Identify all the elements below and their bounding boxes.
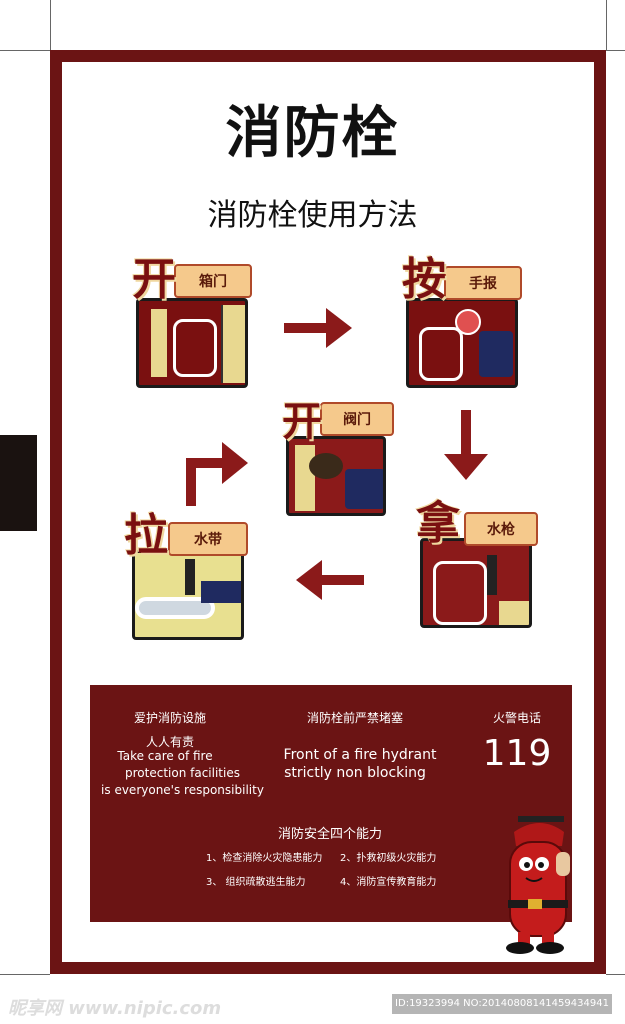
step-illustration bbox=[406, 298, 518, 388]
crop-mark bbox=[50, 0, 51, 50]
care-subtitle: 人人有责 bbox=[145, 735, 194, 749]
step-verb: 拿 bbox=[416, 498, 460, 549]
fire-hotline-number: 119 bbox=[482, 733, 552, 774]
side-tab bbox=[0, 435, 37, 531]
step-press-alarm: 手报 按 bbox=[400, 258, 530, 392]
care-english-2: protection facilities bbox=[125, 766, 240, 780]
step-verb: 开 bbox=[132, 254, 176, 305]
crop-mark bbox=[606, 974, 625, 975]
step-open-valve: 阀门 开 bbox=[280, 400, 400, 520]
ability-item: 3、 组织疏散逃生能力 bbox=[206, 877, 306, 888]
crop-mark bbox=[0, 974, 50, 975]
step-illustration bbox=[132, 550, 244, 640]
step-pull-hose: 水带 拉 bbox=[122, 512, 252, 644]
watermark-id: ID:19323994 NO:20140808141459434941 bbox=[392, 994, 612, 1014]
crop-mark bbox=[606, 50, 625, 51]
page-subtitle: 消防栓使用方法 bbox=[207, 198, 418, 233]
ability-item: 1、检查消除火灾隐患能力 bbox=[206, 853, 323, 864]
step-verb: 开 bbox=[282, 399, 322, 445]
crop-mark bbox=[0, 50, 50, 51]
hydrant-english-2: strictly non blocking bbox=[284, 765, 426, 781]
step-object-label: 水枪 bbox=[464, 512, 538, 546]
abilities-title: 消防安全四个能力 bbox=[277, 827, 382, 842]
step-illustration bbox=[420, 538, 532, 628]
hydrant-english-1: Front of a fire hydrant bbox=[283, 747, 437, 763]
step-take-nozzle: 水枪 拿 bbox=[416, 502, 546, 632]
hydrant-title: 消防栓前严禁堵塞 bbox=[306, 711, 403, 725]
ability-item: 2、扑救初级火灾能力 bbox=[340, 853, 437, 864]
step-verb: 拉 bbox=[124, 510, 168, 561]
arrow-down-icon bbox=[444, 410, 488, 480]
care-english-1: Take care of fire bbox=[117, 749, 213, 763]
step-illustration bbox=[136, 298, 248, 388]
step-object-label: 阀门 bbox=[320, 402, 394, 436]
ability-item: 4、消防宣传教育能力 bbox=[340, 877, 437, 888]
page-title: 消防栓 bbox=[225, 101, 400, 166]
arrow-turn-right-icon bbox=[186, 442, 248, 506]
step-verb: 按 bbox=[402, 254, 446, 305]
step-object-label: 手报 bbox=[444, 266, 522, 300]
care-english-3: is everyone's responsibility bbox=[101, 783, 264, 797]
fire-hotline-title: 火警电话 bbox=[492, 711, 541, 725]
info-panel: 爱护消防设施 人人有责 Take care of fire protection… bbox=[90, 685, 572, 922]
step-object-label: 水带 bbox=[168, 522, 248, 556]
step-illustration bbox=[286, 436, 386, 516]
fire-extinguisher-mascot-icon bbox=[506, 816, 570, 954]
care-title: 爱护消防设施 bbox=[133, 711, 206, 725]
step-open-box: 箱门 开 bbox=[130, 258, 260, 392]
watermark-brand: 昵享网 www.nipic.com bbox=[8, 998, 222, 1019]
crop-mark bbox=[606, 0, 607, 50]
arrow-left-icon bbox=[296, 560, 364, 600]
arrow-right-icon bbox=[284, 308, 352, 348]
step-object-label: 箱门 bbox=[174, 264, 252, 298]
